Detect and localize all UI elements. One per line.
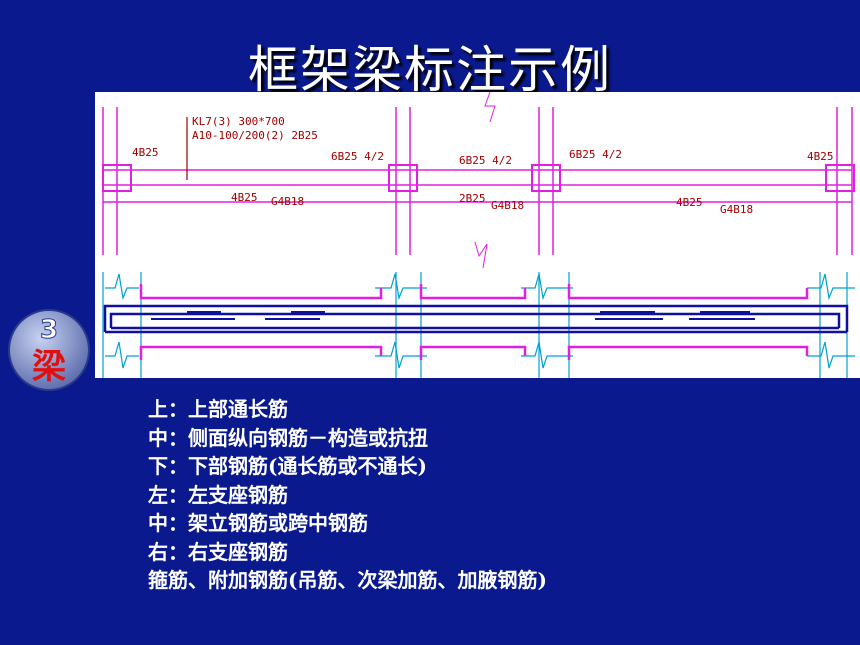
bottom-label-2: G4B18 [271, 195, 304, 208]
beam-note-line1: KL7(3) 300*700 [192, 115, 285, 128]
top-label-5: 4B25 [807, 150, 834, 163]
note-item: 左：左支座钢筋 [148, 482, 288, 507]
badge-number: 3 [40, 315, 58, 345]
top-label-3: 6B25 4/2 [459, 154, 512, 167]
badge-circle-icon: 3 梁 [8, 309, 90, 391]
beam-note-line2: A10-100/200(2) 2B25 [192, 129, 318, 142]
note-item: 中：侧面纵向钢筋－构造或抗扭 [148, 425, 428, 450]
slide-title: 框架梁标注示例 [248, 41, 612, 99]
top-label-4: 6B25 4/2 [569, 148, 622, 161]
note-item: 右：右支座钢筋 [148, 539, 288, 564]
section-badge: 3 梁 [6, 302, 92, 398]
note-item: 箍筋、附加钢筋(吊筋、次梁加筋、加腋钢筋) [148, 568, 547, 592]
note-item: 中：架立钢筋或跨中钢筋 [148, 511, 368, 535]
beam-drawing: KL7(3) 300*700 A10-100/200(2) 2B25 4B25 … [95, 92, 860, 378]
bottom-label-6: G4B18 [720, 203, 753, 216]
badge-label: 梁 [32, 347, 66, 387]
top-label-2: 6B25 4/2 [331, 150, 384, 163]
plan-view [102, 92, 855, 269]
notes-list: 上：上部通长筋 中：侧面纵向钢筋－构造或抗扭 下：下部钢筋(通长筋或不通长) 左… [148, 395, 547, 595]
elevation-view [102, 272, 855, 378]
bottom-label-1: 4B25 [231, 191, 258, 204]
top-label-1: 4B25 [132, 146, 159, 159]
bottom-label-5: 4B25 [676, 196, 703, 209]
bottom-label-4: G4B18 [491, 199, 524, 212]
beam-drawing-svg: KL7(3) 300*700 A10-100/200(2) 2B25 4B25 … [102, 92, 855, 378]
note-item: 上：上部通长筋 [148, 397, 288, 421]
bottom-label-3: 2B25 [459, 192, 486, 205]
note-item: 下：下部钢筋(通长筋或不通长) [148, 454, 427, 478]
